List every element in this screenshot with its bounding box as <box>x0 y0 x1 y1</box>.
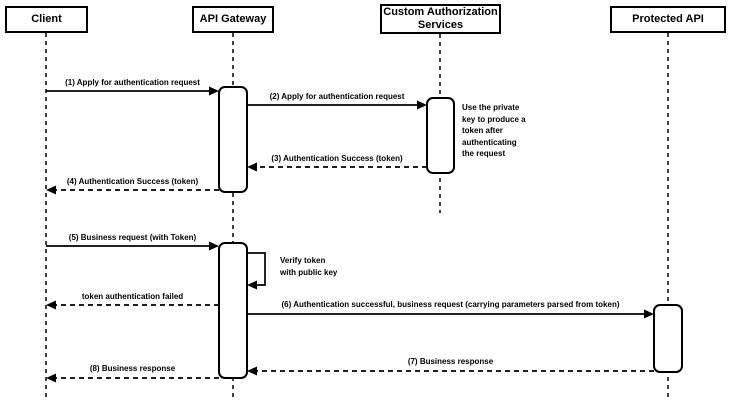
message-arrow-7 <box>247 366 654 376</box>
activation-custom-authorization-services <box>426 97 455 174</box>
participant-api-gateway: API Gateway <box>192 6 274 33</box>
message-arrow-3 <box>247 162 427 172</box>
arrowhead <box>247 280 257 290</box>
message-arrow-4 <box>46 185 219 195</box>
self-message-arrow <box>247 252 266 290</box>
message-label-3: (3) Authentication Success (token) <box>271 154 403 163</box>
arrowhead <box>46 185 56 195</box>
arrowhead <box>209 241 219 251</box>
message-label-8: (8) Business response <box>89 364 176 373</box>
activation-api-gateway-business <box>218 242 248 379</box>
message-arrow-8 <box>46 373 219 383</box>
activation-api-gateway-auth <box>218 86 248 193</box>
message-arrow-1 <box>46 86 219 96</box>
message-label-5: (5) Business request (with Token) <box>68 233 197 242</box>
arrowhead <box>247 162 257 172</box>
message-arrow-failed <box>46 300 219 310</box>
arrowhead <box>417 100 427 110</box>
message-label-6: (6) Authentication successful, business … <box>281 300 620 309</box>
message-label-failed: token authentication failed <box>81 292 184 301</box>
message-arrow-6 <box>247 309 654 319</box>
message-label-4: (4) Authentication Success (token) <box>66 177 199 186</box>
arrowhead <box>46 300 56 310</box>
self-message-label: Verify token with public key <box>280 256 338 277</box>
message-arrow-2 <box>247 100 427 110</box>
arrowhead <box>644 309 654 319</box>
message-label-1: (1) Apply for authentication request <box>65 78 200 87</box>
arrowhead <box>46 373 56 383</box>
participant-protected-api: Protected API <box>610 6 726 33</box>
message-label-2: (2) Apply for authentication request <box>269 92 405 101</box>
activation-protected-api <box>653 304 683 373</box>
message-arrow-5 <box>46 241 219 251</box>
note-private-key: Use the private key to produce a token a… <box>462 103 526 158</box>
arrowhead <box>247 366 257 376</box>
arrowhead <box>209 86 219 96</box>
participant-client: Client <box>5 6 88 33</box>
participant-custom-authorization-services: Custom Authorization Services <box>380 4 501 34</box>
message-label-7: (7) Business response <box>407 357 494 366</box>
